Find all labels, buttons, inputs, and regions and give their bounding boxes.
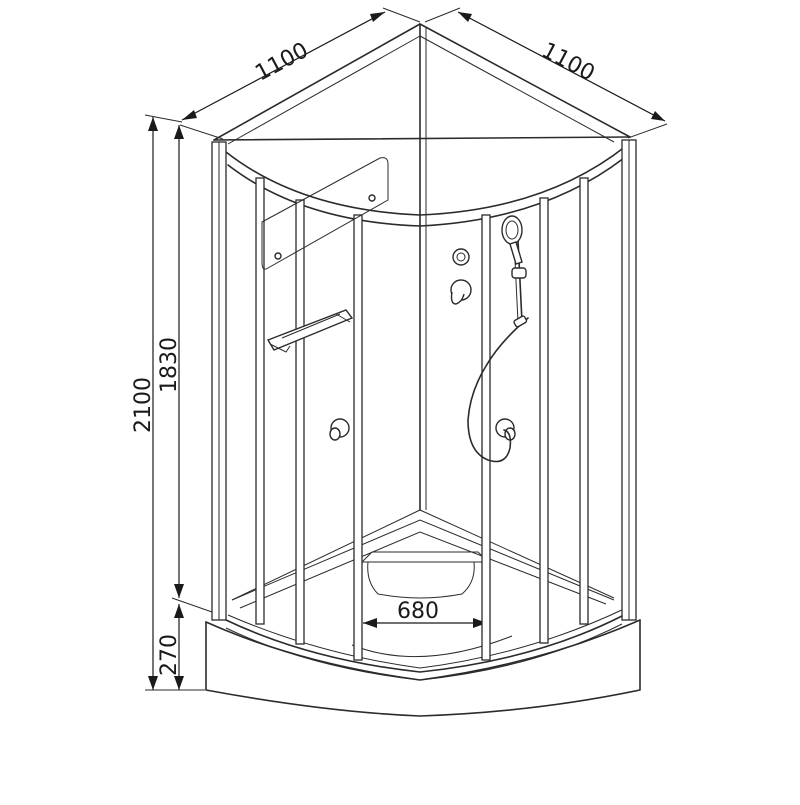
shelf-icon — [266, 309, 354, 353]
dimension-total-height-label: 2100 — [131, 377, 156, 433]
mixer-lever-icon — [450, 279, 472, 305]
mixer-button-icon — [452, 248, 470, 266]
dimension-door-opening-label: 680 — [397, 599, 439, 624]
cabin-roof — [213, 136, 631, 227]
left-wall-panel — [261, 157, 389, 270]
cabin-back-walls — [213, 23, 631, 601]
left-knob-icon — [329, 418, 350, 441]
dimension-cabin-height: 1830 — [157, 125, 184, 598]
dimension-width-left: 1100 — [179, 7, 421, 140]
left-frame — [211, 141, 227, 621]
dimension-total-height: 2100 — [131, 114, 205, 691]
dimension-width-left-label: 1100 — [251, 38, 312, 86]
door-bottom-rails — [225, 615, 623, 681]
shower-hose-icon — [467, 315, 529, 463]
dimension-width-right: 1100 — [424, 7, 668, 139]
dimension-tray-height: 270 — [157, 597, 213, 690]
mixer-controls — [450, 248, 472, 305]
dimension-tray-height-label: 270 — [157, 634, 182, 676]
door-profiles — [255, 177, 589, 661]
dimension-width-right-label: 1100 — [537, 38, 598, 86]
shower-head-icon — [501, 215, 523, 265]
right-knob-icon — [495, 418, 516, 441]
right-frame — [621, 139, 637, 621]
dimension-cabin-height-label: 1830 — [157, 337, 182, 393]
dimension-door-opening: 680 — [363, 599, 487, 628]
